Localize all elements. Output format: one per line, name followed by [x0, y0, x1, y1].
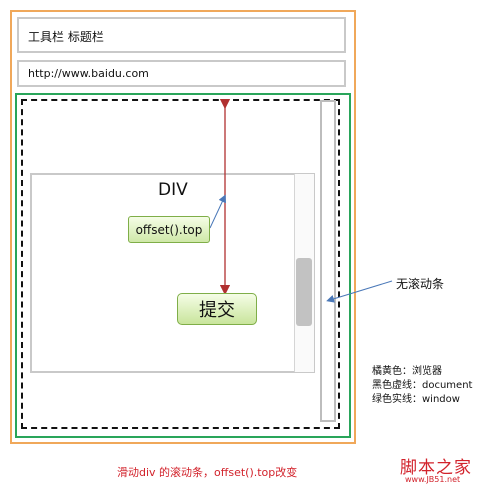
document-frame: [21, 99, 340, 429]
no-scrollbar-pointer: [326, 280, 393, 303]
scrollable-div: [30, 173, 315, 373]
legend-item-document: 黑色虚线：document: [372, 380, 473, 391]
window-frame: [15, 93, 351, 438]
offset-top-label: offset().top: [128, 216, 210, 243]
caption: 滑动div 的滚动条，offset().top改变: [117, 466, 298, 479]
no-scrollbar-label: 无滚动条: [396, 277, 445, 291]
submit-button[interactable]: 提交: [177, 293, 257, 325]
watermark-logo: 脚本之家: [400, 458, 472, 478]
legend-item-browser: 橘黄色：浏览器: [372, 366, 442, 377]
div-title: DIV: [158, 180, 188, 200]
address-bar[interactable]: http://www.baidu.com: [17, 60, 346, 87]
browser-frame: [10, 10, 356, 444]
offset-label-pointer: [209, 194, 226, 229]
toolbar-title-bar: 工具栏 标题栏: [17, 17, 346, 53]
toolbar-label: 工具栏 标题栏: [28, 30, 104, 44]
watermark-url: www.JB51.net: [405, 475, 461, 484]
page-scrollbar[interactable]: [320, 100, 336, 422]
div-scrollbar-thumb[interactable]: [296, 258, 312, 326]
legend: 橘黄色：浏览器 黑色虚线：document 绿色实线：window: [372, 365, 472, 407]
legend-item-window: 绿色实线：window: [372, 394, 460, 405]
url-text: http://www.baidu.com: [28, 67, 149, 80]
